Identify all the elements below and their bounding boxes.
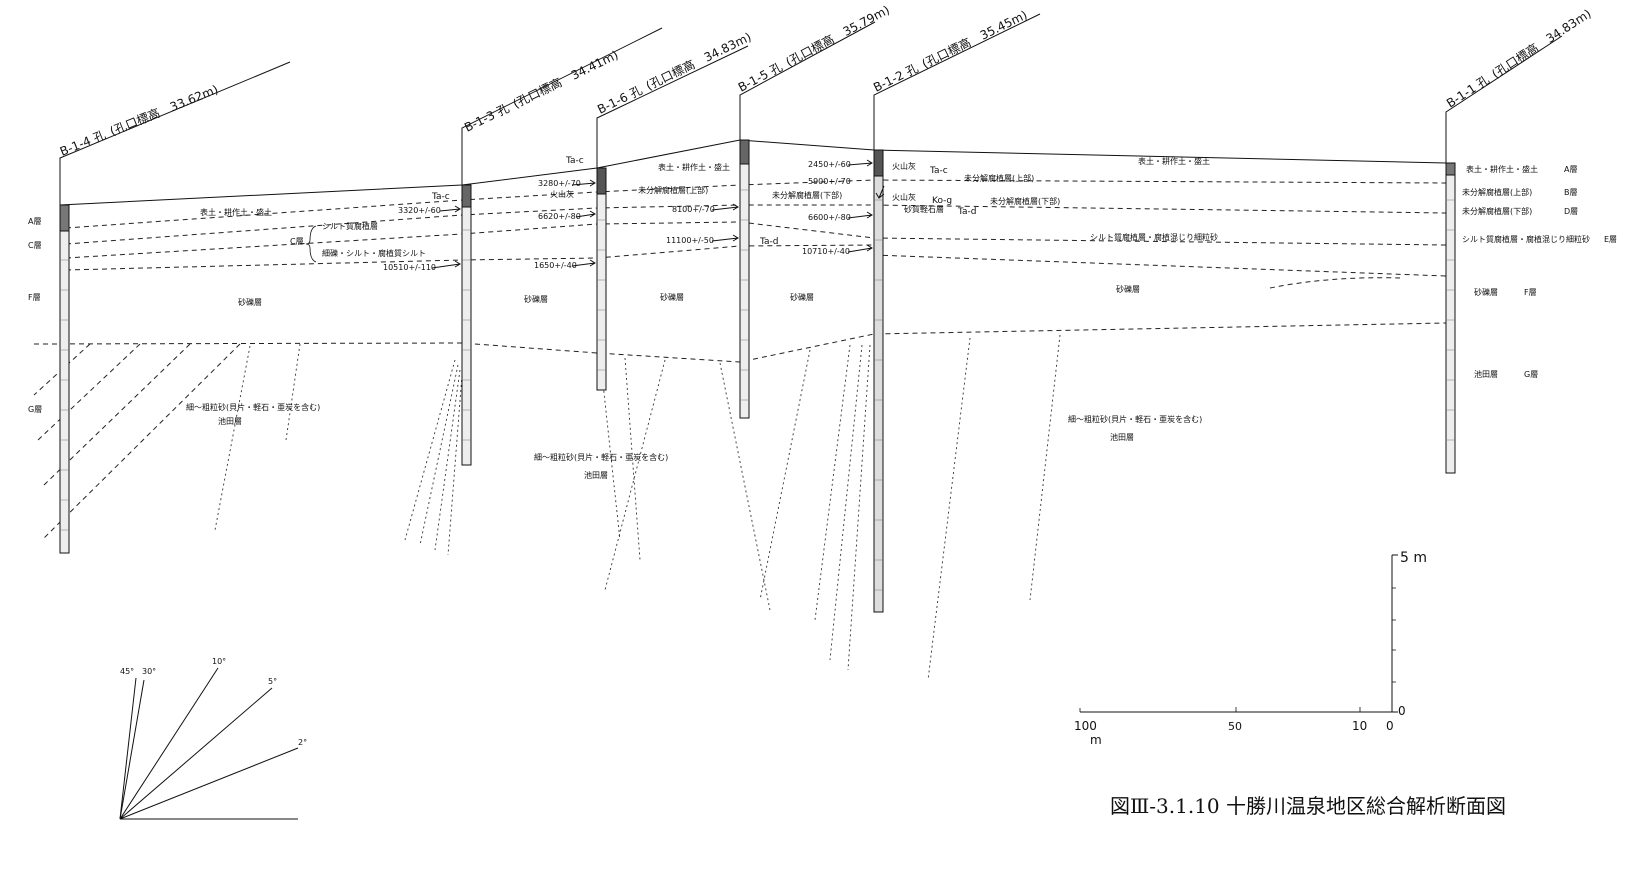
undec-upper-label-1: 未分解腐植層(上部) bbox=[638, 185, 708, 195]
scale-10-label: 10 bbox=[1352, 719, 1367, 733]
legend-g-desc: 池田層 bbox=[1474, 369, 1498, 379]
scale-100-label: 100 bbox=[1074, 719, 1097, 733]
date-1650: 1650+/-40 bbox=[534, 261, 577, 270]
ikeda-desc-3: 細～粗粒砂(貝片・軽石・亜炭を含む) bbox=[1068, 414, 1202, 424]
date-10710: 10710+/-40 bbox=[802, 247, 850, 256]
dip-30-label: 30° bbox=[142, 667, 156, 676]
borehole-b15-column bbox=[739, 139, 750, 419]
legend-f-desc: 砂礫層 bbox=[1474, 287, 1498, 297]
date-3320: 3320+/-60 bbox=[398, 206, 441, 215]
layer-boundaries bbox=[33, 139, 1447, 363]
ta-c-label-3: Ta-c bbox=[929, 166, 948, 176]
ikeda-desc-1: 細～粗粒砂(貝片・軽石・亜炭を含む) bbox=[186, 402, 320, 412]
dip-angle-scale: 45° 30° 10° 5° 2° bbox=[119, 657, 307, 820]
sand-gravel-label-2: 砂礫層 bbox=[524, 294, 548, 304]
radiocarbon-dates: 3320+/-60 10510+/-110 3280+/-70 6620+/-8… bbox=[383, 159, 885, 272]
borehole-leaders bbox=[59, 13, 1563, 205]
legend-a: A層 bbox=[1564, 165, 1577, 174]
ta-d-label-2: Ta-d bbox=[957, 207, 976, 217]
ikeda-label-1: 池田層 bbox=[218, 416, 242, 426]
volcanic-ash-label-1: 火山灰 bbox=[550, 189, 574, 199]
date-6620: 6620+/-80 bbox=[538, 212, 581, 221]
right-legend: 表土・耕作土・盛土 A層 未分解腐植層(上部) B層 未分解腐植層(下部) D層… bbox=[1462, 164, 1617, 379]
date-11100: 11100+/-50 bbox=[666, 236, 714, 245]
topsoil-label-1: 表土・耕作土・盛土 bbox=[200, 207, 272, 217]
sand-gravel-label-3: 砂礫層 bbox=[660, 292, 684, 302]
sand-gravel-label-1: 砂礫層 bbox=[238, 297, 262, 307]
ta-c-label-2: Ta-c bbox=[565, 156, 584, 166]
scale-unit-m: m bbox=[1090, 733, 1102, 747]
borehole-b14-title: B-1-4 孔(孔口標高 33.62m) bbox=[58, 81, 221, 158]
layer-a-label: A層 bbox=[28, 217, 41, 226]
ko-g-label: Ko-g bbox=[932, 196, 952, 206]
scale-50-label: 50 bbox=[1228, 720, 1242, 733]
silt-humic-label: シルト質腐植層 bbox=[322, 221, 378, 231]
sandy-pumice-label: 砂質軽石層 bbox=[904, 204, 944, 214]
ta-d-label-1: Ta-d bbox=[759, 237, 778, 247]
borehole-b12-column bbox=[873, 149, 884, 613]
legend-d-desc: 未分解腐植層(下部) bbox=[1462, 206, 1532, 216]
undec-lower-label-1: 未分解腐植層(下部) bbox=[772, 190, 842, 200]
dip-45-label: 45° bbox=[120, 667, 134, 676]
legend-d: D層 bbox=[1564, 207, 1578, 216]
borehole-b16-column bbox=[596, 167, 607, 391]
volcanic-ash-label-3: 火山灰 bbox=[892, 192, 916, 202]
c-layer-label: C層 bbox=[290, 237, 304, 246]
sand-gravel-label-5: 砂礫層 bbox=[1116, 284, 1140, 294]
topsoil-label-3: 表土・耕作土・盛土 bbox=[1138, 156, 1210, 166]
volcanic-ash-label-2: 火山灰 bbox=[892, 161, 916, 171]
legend-f: F層 bbox=[1524, 288, 1537, 297]
borehole-titles: B-1-4 孔(孔口標高 33.62m) B-1-3 孔(孔口標高 34.41m… bbox=[58, 2, 1594, 159]
layer-f-label: F層 bbox=[28, 293, 41, 302]
fine-gravel-label: 細礫・シルト・腐植質シルト bbox=[322, 248, 426, 258]
undec-lower-label-2: 未分解腐植層(下部) bbox=[990, 196, 1060, 206]
borehole-columns bbox=[59, 139, 1456, 613]
scale-v-zero: 0 bbox=[1398, 704, 1406, 718]
scale-bar: 5 m 0 100 50 10 0 m bbox=[1074, 550, 1427, 747]
borehole-b11-column bbox=[1445, 162, 1456, 474]
ikeda-desc-2: 細～粗粒砂(貝片・軽石・亜炭を含む) bbox=[534, 452, 668, 462]
layer-g-label: G層 bbox=[28, 405, 42, 414]
date-3280: 3280+/-70 bbox=[538, 179, 581, 188]
date-6600: 6600+/-80 bbox=[808, 213, 851, 222]
borehole-b11-title: B-1-1 孔(孔口標高 34.83m) bbox=[1443, 6, 1593, 111]
topsoil-label-2: 表土・耕作土・盛土 bbox=[658, 162, 730, 172]
figure-caption: 図Ⅲ-3.1.10 十勝川温泉地区総合解析断面図 bbox=[1110, 794, 1506, 818]
undec-upper-label-2: 未分解腐植層(上部) bbox=[964, 173, 1034, 183]
legend-e-desc: シルト質腐植層・腐植混じり細粒砂 bbox=[1462, 234, 1590, 244]
dip-5-label: 5° bbox=[268, 677, 277, 686]
ikeda-dip-lines bbox=[33, 334, 1061, 681]
silt-humic-e-label: シルト質腐植層・腐植混じり細粒砂 bbox=[1090, 232, 1218, 242]
date-10510: 10510+/-110 bbox=[383, 263, 436, 272]
borehole-b15-title: B-1-5 孔(孔口標高 35.79m) bbox=[735, 2, 892, 95]
legend-g: G層 bbox=[1524, 370, 1538, 379]
dip-2-label: 2° bbox=[298, 738, 307, 747]
sand-gravel-label-4: 砂礫層 bbox=[790, 292, 814, 302]
legend-b: B層 bbox=[1564, 188, 1578, 197]
ikeda-label-3: 池田層 bbox=[1110, 432, 1134, 442]
date-5900: 5900+/-70 bbox=[808, 177, 851, 186]
legend-a-desc: 表土・耕作土・盛土 bbox=[1466, 164, 1538, 174]
section-labels: 表土・耕作土・盛土 表土・耕作土・盛土 表土・耕作土・盛土 C層 シルト質腐植層… bbox=[186, 156, 1218, 480]
legend-e: E層 bbox=[1604, 235, 1617, 244]
date-8100: 8100+/-70 bbox=[672, 205, 715, 214]
ta-c-label-1: Ta-c bbox=[431, 192, 450, 202]
left-layer-labels: A層 C層 F層 G層 bbox=[28, 217, 42, 414]
legend-b-desc: 未分解腐植層(上部) bbox=[1462, 187, 1532, 197]
scale-h-zero: 0 bbox=[1386, 719, 1394, 733]
borehole-b12-title: B-1-2 孔(孔口標高 35.45m) bbox=[871, 7, 1030, 95]
layer-c-label: C層 bbox=[28, 241, 42, 250]
dip-10-label: 10° bbox=[212, 657, 226, 666]
scale-5m-label: 5 m bbox=[1400, 550, 1427, 566]
borehole-b13-column bbox=[461, 184, 472, 466]
date-2450: 2450+/-60 bbox=[808, 160, 851, 169]
ikeda-label-2: 池田層 bbox=[584, 470, 608, 480]
borehole-b16-title: B-1-6 孔(孔口標高 34.83m) bbox=[595, 29, 754, 117]
borehole-b14-column bbox=[59, 204, 70, 554]
